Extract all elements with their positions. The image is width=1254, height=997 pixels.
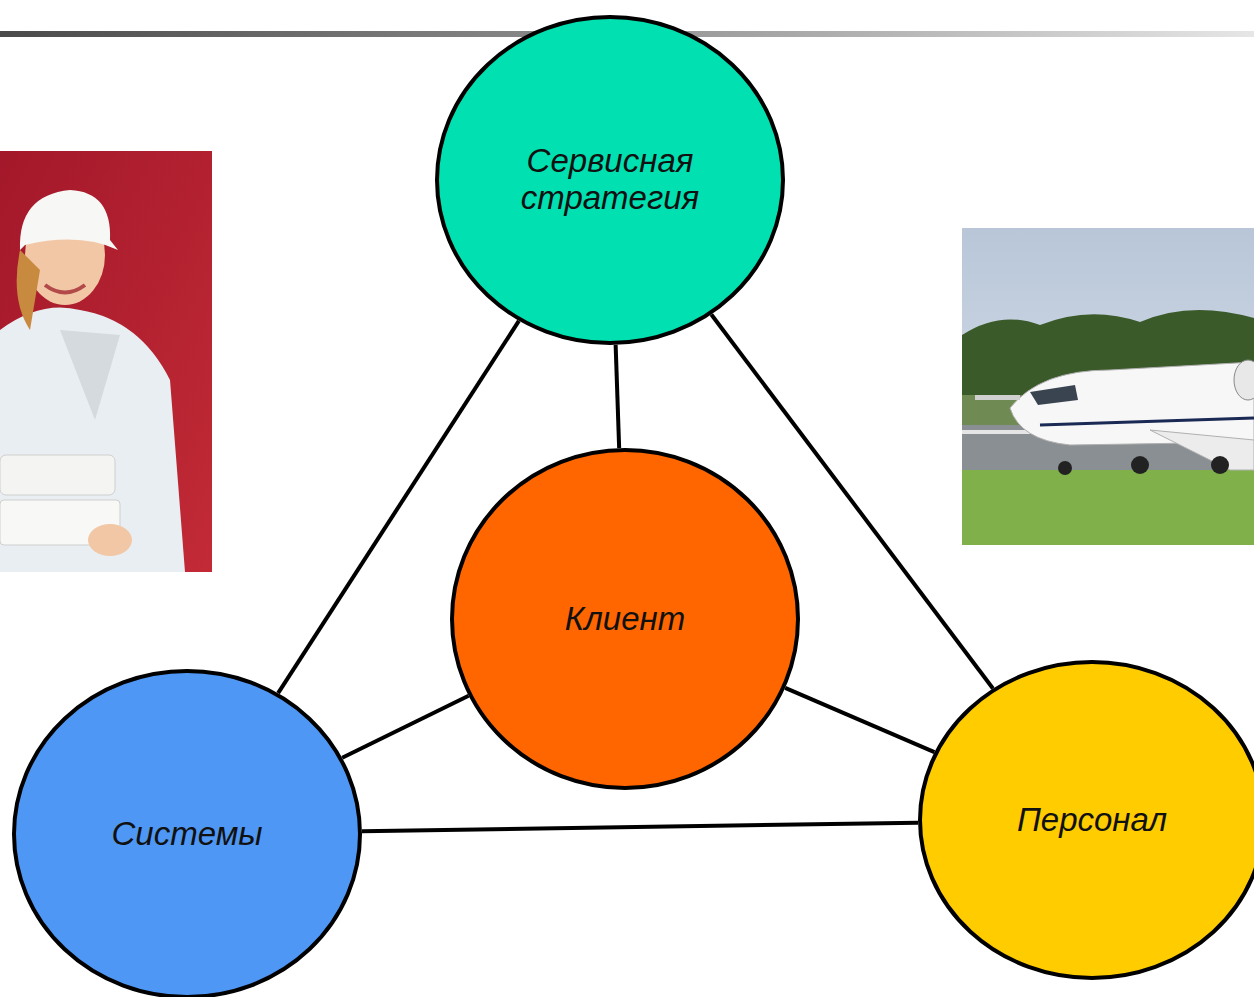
strategy-circle: Сервисная стратегия — [435, 15, 785, 345]
circle-shape — [437, 17, 783, 343]
circle-shape — [920, 662, 1254, 978]
node-label: Системы — [111, 816, 262, 853]
staff-circle: Персонал — [918, 660, 1254, 980]
node-label: Сервисная стратегия — [495, 143, 725, 217]
systems-circle: Системы — [12, 669, 362, 997]
text-group: Сервисная стратегия — [495, 143, 725, 217]
connector-line — [785, 688, 934, 752]
circle-shape — [14, 671, 360, 997]
client-circle: Клиент — [450, 448, 800, 790]
text-group: Клиент — [565, 601, 685, 638]
text-group: Системы — [111, 816, 262, 853]
node-label: Персонал — [1017, 802, 1167, 839]
airplane-photo — [962, 228, 1254, 545]
delivery-photo — [0, 151, 212, 572]
circle-shape — [452, 450, 798, 788]
connector-line — [362, 823, 918, 832]
node-label: Клиент — [565, 601, 685, 638]
connector-line — [342, 696, 468, 758]
text-group: Персонал — [1017, 802, 1167, 839]
connector-line — [616, 345, 620, 448]
